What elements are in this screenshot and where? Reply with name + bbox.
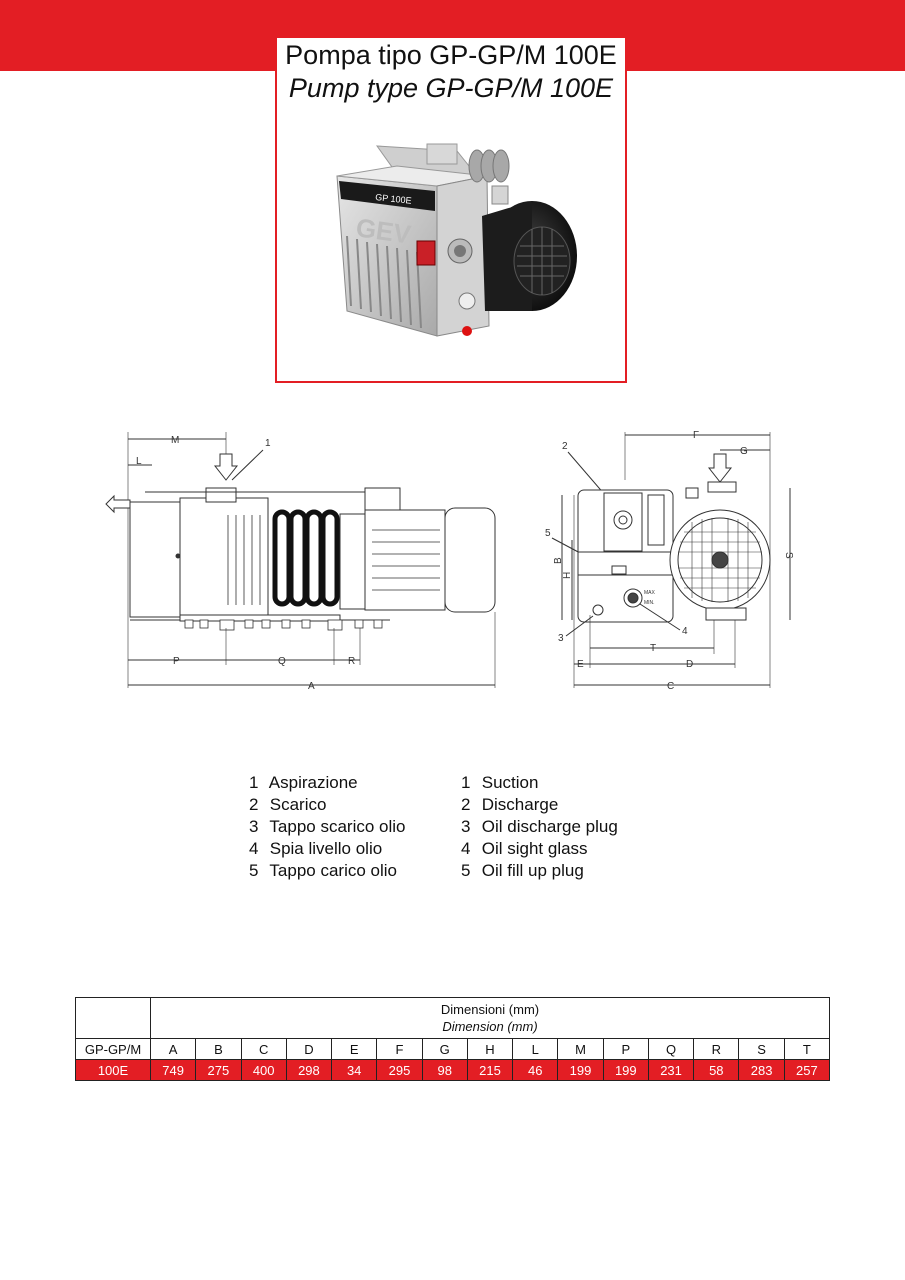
dim-label-P: P <box>173 656 180 667</box>
legend-italian: 1 Aspirazione 2 Scarico 3 Tappo scarico … <box>249 772 406 882</box>
title-english: Pump type GP-GP/M 100E <box>288 73 614 103</box>
table-cell: 295 <box>376 1059 423 1081</box>
table-cell: 199 <box>557 1059 604 1081</box>
col-header: A <box>149 1038 197 1060</box>
dim-label-A: A <box>308 681 315 692</box>
table-cell: 275 <box>195 1059 242 1081</box>
table-cell: 98 <box>421 1059 468 1081</box>
col-header: F <box>376 1038 423 1060</box>
side-view: M L 1 <box>105 432 496 692</box>
dim-label-R: R <box>348 656 355 667</box>
callout-1: 1 <box>265 438 271 449</box>
legend-item: 2 Discharge <box>461 795 559 814</box>
dim-label-S: S <box>783 552 794 559</box>
table-cell: 46 <box>512 1059 559 1081</box>
callout-4: 4 <box>682 626 688 637</box>
table-cell: 257 <box>783 1059 831 1081</box>
legend-item: 3 Tappo scarico olio <box>249 817 406 836</box>
table-dimension-header: Dimensioni (mm) Dimension (mm) <box>150 997 830 1039</box>
dim-label-M: M <box>171 435 179 446</box>
legend-item: 4 Oil sight glass <box>461 839 588 858</box>
title-italian: Pompa tipo GP-GP/M 100E <box>285 40 617 70</box>
dim-label-E: E <box>577 659 584 670</box>
technical-drawing: M L 1 <box>105 430 794 692</box>
col-header: P <box>602 1038 649 1060</box>
col-header: B <box>195 1038 242 1060</box>
dim-label-G: G <box>740 446 748 457</box>
front-view: F G 2 5 MAX MIN. <box>545 430 794 692</box>
col-header: R <box>693 1038 740 1060</box>
legend-item: 1 Aspirazione <box>249 773 358 792</box>
dim-label-B: B <box>553 557 564 564</box>
sight-glass-min: MIN. <box>644 600 655 606</box>
col-header: L <box>512 1038 559 1060</box>
table-cell: 231 <box>647 1059 695 1081</box>
callout-3: 3 <box>558 633 564 644</box>
dimension-table: Dimensioni (mm) Dimension (mm) GP-GP/M A… <box>75 997 831 1081</box>
sight-glass-max: MAX <box>644 590 656 596</box>
table-cell: 400 <box>240 1059 287 1081</box>
table-model-header: GP-GP/M <box>75 1038 151 1060</box>
table-row: 100E 749 275 400 298 34 295 98 215 46 19… <box>75 1059 831 1081</box>
legend-item: 5 Oil fill up plug <box>461 861 584 880</box>
table-header-row: Dimensioni (mm) Dimension (mm) <box>75 997 830 1039</box>
table-cell: 749 <box>149 1059 197 1081</box>
dim-label-L: L <box>136 456 142 467</box>
col-header: T <box>783 1038 831 1060</box>
col-header: G <box>421 1038 468 1060</box>
table-cell: 283 <box>738 1059 785 1081</box>
dim-label-C: C <box>667 681 674 692</box>
legend-item: 5 Tappo carico olio <box>249 861 397 880</box>
legend-item: 1 Suction <box>461 773 539 792</box>
col-header: H <box>466 1038 514 1060</box>
model-label: GP 100E <box>375 192 412 206</box>
pump-photo: GP 100E GEV <box>336 143 577 337</box>
callout-5: 5 <box>545 528 551 539</box>
model-band <box>339 181 435 211</box>
col-header: D <box>285 1038 333 1060</box>
table-cell: 58 <box>693 1059 740 1081</box>
title-box: Pompa tipo GP-GP/M 100E Pump type GP-GP/… <box>275 36 627 383</box>
dim-label-Q: Q <box>278 656 286 667</box>
table-model-cell: 100E <box>75 1059 151 1081</box>
dim-label-H: H <box>562 572 573 579</box>
table-cell: 34 <box>331 1059 378 1081</box>
table-column-row: GP-GP/M A B C D E F G H L M P Q R S T <box>75 1038 831 1060</box>
dim-label-D: D <box>686 659 693 670</box>
col-header: S <box>738 1038 785 1060</box>
table-cell: 298 <box>285 1059 333 1081</box>
dim-label-T: T <box>650 643 656 654</box>
col-header: E <box>331 1038 378 1060</box>
table-cell: 199 <box>602 1059 649 1081</box>
dim-label-F: F <box>693 430 699 441</box>
col-header: C <box>240 1038 287 1060</box>
table-cell: 215 <box>466 1059 514 1081</box>
legend-item: 3 Oil discharge plug <box>461 817 618 836</box>
legend-item: 4 Spia livello olio <box>249 839 383 858</box>
table-corner-cell <box>75 997 151 1039</box>
col-header: Q <box>647 1038 695 1060</box>
callout-2: 2 <box>562 441 568 452</box>
legend-english: 1 Suction 2 Discharge 3 Oil discharge pl… <box>461 772 618 882</box>
col-header: M <box>557 1038 604 1060</box>
legend-item: 2 Scarico <box>249 795 327 814</box>
